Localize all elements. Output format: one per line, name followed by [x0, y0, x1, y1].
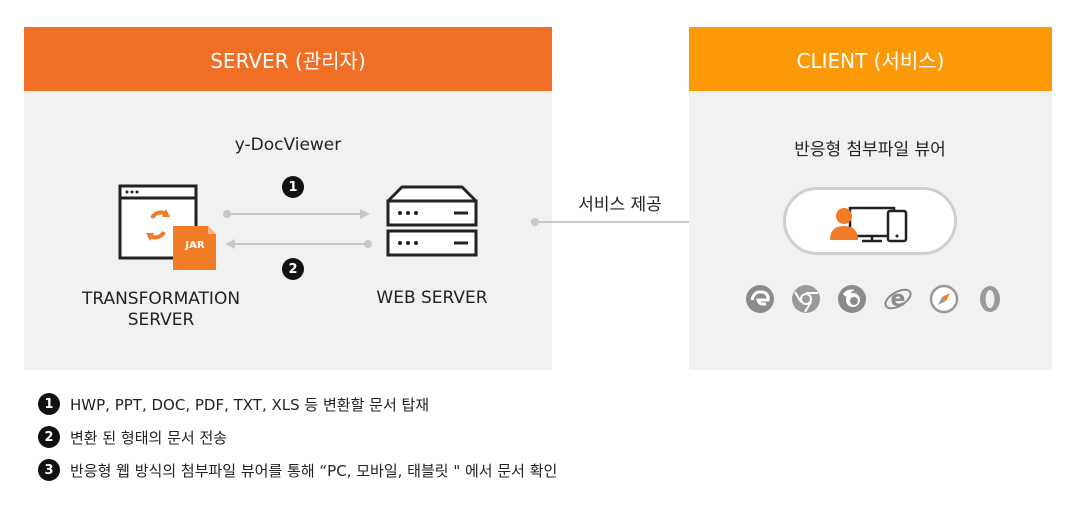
legend-text-3: 반응형 웹 방식의 첨부파일 뷰어를 통해 “PC, 모바일, 태블릿 " 에서… [70, 461, 558, 480]
legend-item-1: 1 HWP, PPT, DOC, PDF, TXT, XLS 등 변환할 문서 … [38, 393, 429, 415]
product-title: y-DocViewer [234, 135, 342, 155]
safari-icon [929, 284, 959, 314]
exchange-arrows [223, 209, 372, 249]
jar-badge: JAR [185, 240, 205, 251]
step-1-badge: 1 [282, 176, 304, 198]
server-header: SERVER (관리자) [24, 27, 552, 91]
step-2-badge: 2 [282, 258, 304, 280]
client-title: 반응형 첨부파일 뷰어 [794, 140, 946, 160]
service-label: 서비스 제공 [578, 195, 662, 215]
transformation-server-icon [118, 184, 216, 270]
legend-badge-1: 1 [38, 393, 60, 415]
chrome-icon [792, 285, 820, 313]
legend-item-3: 3 반응형 웹 방식의 첨부파일 뷰어를 통해 “PC, 모바일, 태블릿 " … [38, 459, 557, 481]
edge-icon [746, 285, 774, 313]
opera-icon [980, 286, 1000, 312]
legend-badge-2: 2 [38, 426, 60, 448]
web-server-icon [386, 185, 478, 257]
firefox-icon [838, 285, 866, 313]
transformation-server-label: TRANSFORMATION SERVER [70, 289, 252, 331]
internet-explorer-icon: e [884, 287, 912, 312]
transformation-label-line2: SERVER [127, 310, 195, 330]
device-box [783, 187, 957, 255]
transformation-label-line1: TRANSFORMATION [81, 289, 241, 309]
legend-item-2: 2 변환 된 형태의 문서 전송 [38, 426, 227, 448]
svg-text:e: e [891, 287, 906, 312]
devices-icon [830, 206, 908, 243]
web-server-label: WEB SERVER [376, 288, 488, 308]
client-header: CLIENT (서비스) [689, 27, 1052, 91]
legend-text-1: HWP, PPT, DOC, PDF, TXT, XLS 등 변환할 문서 탑재 [70, 395, 430, 414]
legend-badge-3: 3 [38, 459, 60, 481]
legend-text-2: 변환 된 형태의 문서 전송 [70, 428, 228, 447]
